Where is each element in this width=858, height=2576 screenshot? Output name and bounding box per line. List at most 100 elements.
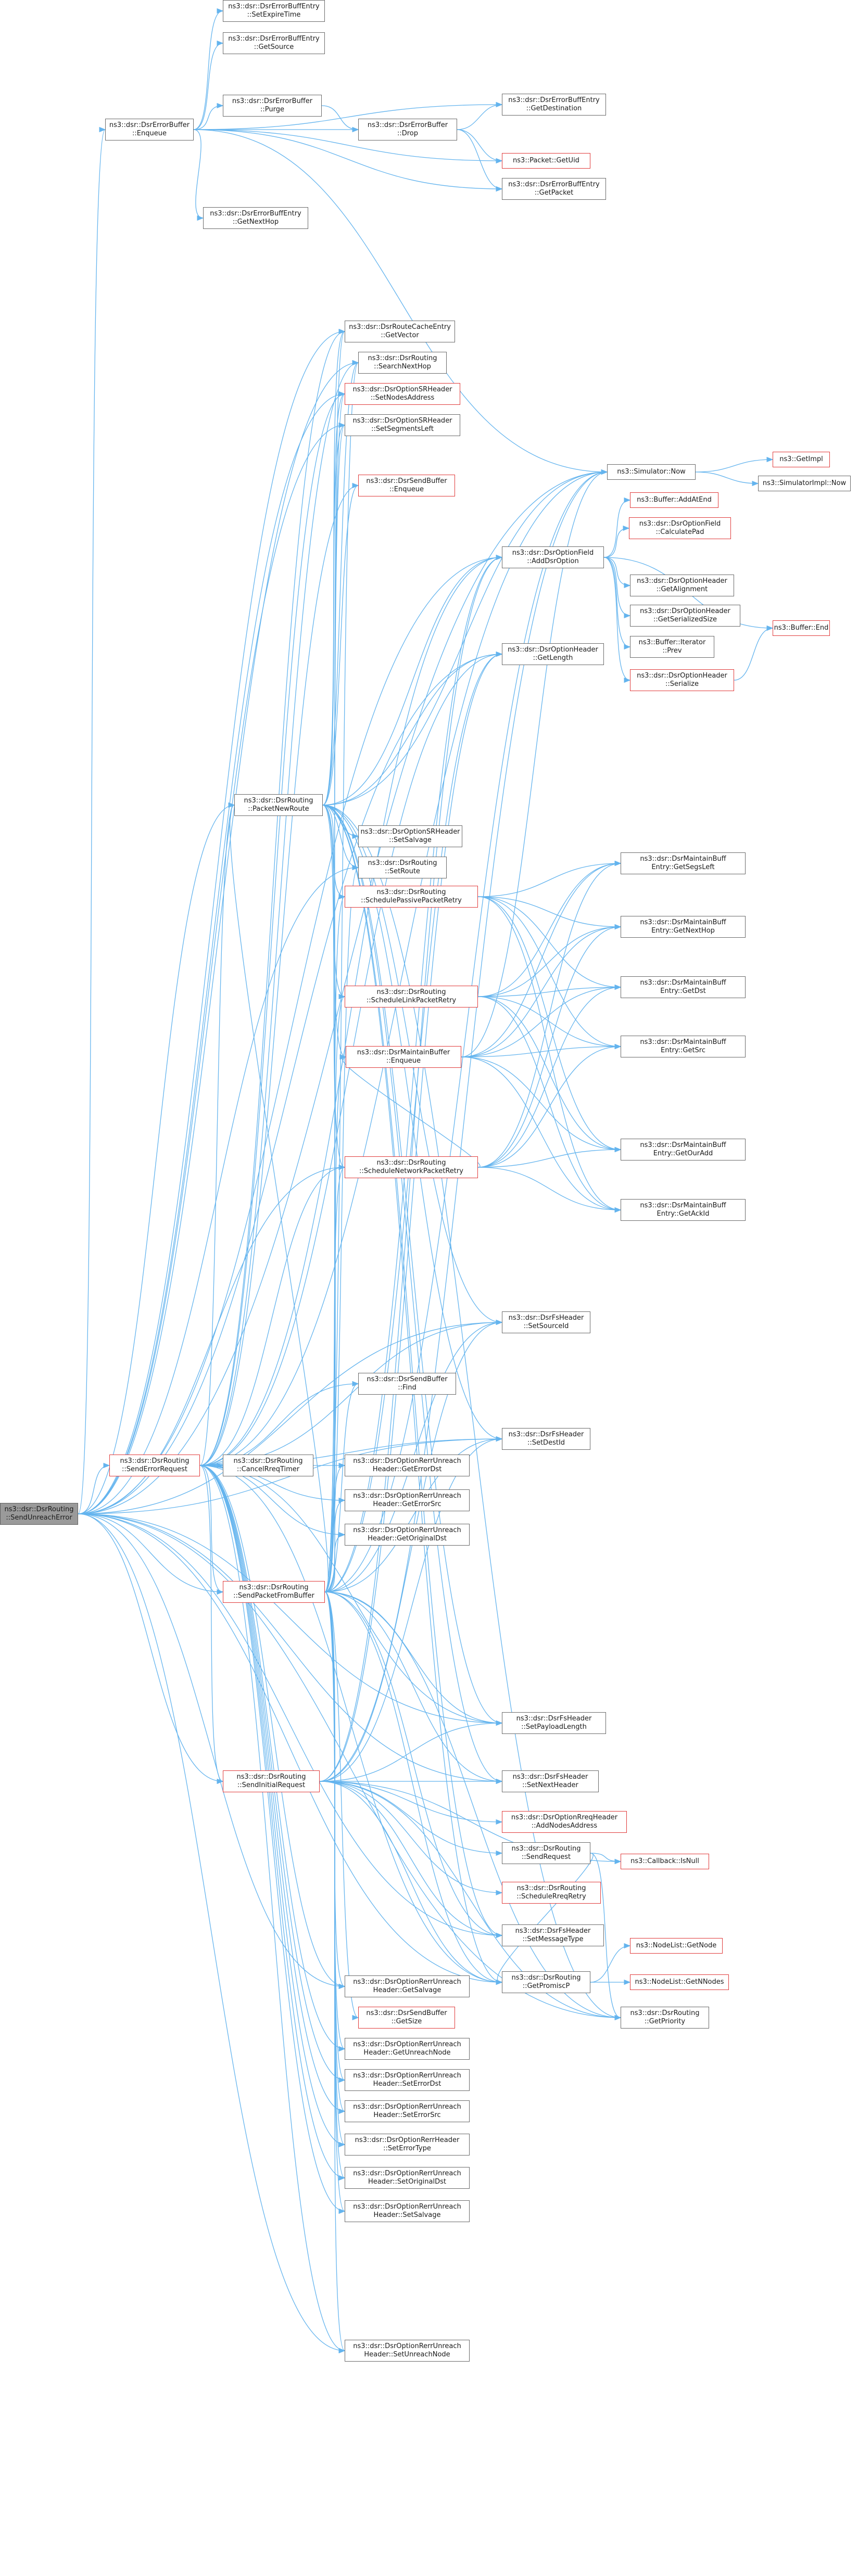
graph-node-mb-enqueue[interactable]: ns3::dsr::DsrMaintainBuffer::Enqueue [346,1046,461,1068]
edge-send_initreq-to-getpromisc [319,1781,503,1985]
edge-send_frombuf-to-fh_setpaylen [324,1591,503,1726]
graph-node-rce-getvec[interactable]: ns3::dsr::DsrRouteCacheEntry::GetVector [345,321,455,342]
node-label-line: ::SendRequest [521,1853,571,1861]
graph-node-getprio[interactable]: ns3::dsr::DsrRouting::GetPriority [621,2007,709,2029]
graph-node-cb-isnull[interactable]: ns3::Callback::IsNull [621,1854,709,1869]
graph-node-fh-setmsgtype[interactable]: ns3::dsr::DsrFsHeader::SetMessageType [502,1924,604,1946]
graph-node-send-errreq[interactable]: ns3::dsr::DsrRouting::SendErrorRequest [109,1455,200,1476]
graph-node-pkt-getuid[interactable]: ns3::Packet::GetUid [502,153,590,169]
graph-node-sr-setsalv[interactable]: ns3::dsr::DsrOptionSRHeader::SetSalvage [358,825,462,847]
graph-node-eb-drop[interactable]: ns3::dsr::DsrErrorBuffer::Drop [358,119,457,141]
graph-node-sched-network[interactable]: ns3::dsr::DsrRouting::ScheduleNetworkPac… [345,1156,478,1178]
graph-node-sched-rreqretry[interactable]: ns3::dsr::DsrRouting::ScheduleRreqRetry [502,1882,601,1904]
edge-eb_purge-to-eb_drop [321,105,359,133]
graph-node-buf-addatend[interactable]: ns3::Buffer::AddAtEnd [630,492,718,508]
graph-node-sb-find[interactable]: ns3::dsr::DsrSendBuffer::Find [358,1373,456,1395]
node-label-line: ns3::dsr::DsrRouting [236,1773,306,1781]
graph-node-ebe-setexp[interactable]: ns3::dsr::DsrErrorBuffEntry::SetExpireTi… [223,0,325,22]
graph-node-it-prev[interactable]: ns3::Buffer::Iterator::Prev [630,636,714,658]
graph-node-setroute[interactable]: ns3::dsr::DsrRouting::SetRoute [358,857,447,878]
node-label-line: ::SetSourceId [523,1322,569,1330]
graph-node-send-frombuf[interactable]: ns3::dsr::DsrRouting::SendPacketFromBuff… [223,1581,325,1603]
node-label-line: Entry::GetSrc [660,1047,706,1054]
graph-node-send-request[interactable]: ns3::dsr::DsrRouting::SendRequest [502,1842,590,1864]
graph-node-send-initreq[interactable]: ns3::dsr::DsrRouting::SendInitialRequest [223,1770,320,1792]
graph-node-sched-passive[interactable]: ns3::dsr::DsrRouting::SchedulePassivePac… [345,886,478,908]
edge-of_adddsr-to-oh_serialize [603,557,631,683]
edge-send_errreq-to-fh_setpaylen [199,1465,503,1726]
graph-node-of-adddsr[interactable]: ns3::dsr::DsrOptionField::AddDsrOption [502,546,604,568]
graph-node-of-calcpad[interactable]: ns3::dsr::DsrOptionField::CalculatePad [629,517,731,539]
node-label-line: ns3::SimulatorImpl::Now [762,479,847,487]
graph-node-sb-enqueue[interactable]: ns3::dsr::DsrSendBuffer::Enqueue [358,475,455,496]
graph-node-ebe-getpkt[interactable]: ns3::dsr::DsrErrorBuffEntry::GetPacket [502,178,606,200]
graph-node-ebe-getdst[interactable]: ns3::dsr::DsrErrorBuffEntry::GetDestinat… [502,94,606,116]
node-label-line: Header::GetErrorDst [372,1465,442,1473]
graph-node-oh-getsersize[interactable]: ns3::dsr::DsrOptionHeader::GetSerialized… [630,605,740,627]
edge-pkt_newroute-to-of_adddsr [322,554,503,806]
graph-node-getimpl[interactable]: ns3::GetImpl [773,452,830,467]
graph-node-pkt-newroute[interactable]: ns3::dsr::DsrRouting::PacketNewRoute [234,794,323,816]
graph-node-sb-getsize[interactable]: ns3::dsr::DsrSendBuffer::GetSize [358,2007,455,2029]
graph-node-ebe-getsrc[interactable]: ns3::dsr::DsrErrorBuffEntry::GetSource [223,32,325,54]
node-label-line: ns3::dsr::DsrErrorBuffEntry [508,96,600,104]
edge-send_initreq-to-sched_rreqretry [319,1781,503,1896]
graph-node-fh-setsrc[interactable]: ns3::dsr::DsrFsHeader::SetSourceId [502,1311,590,1333]
graph-node-nl-getnode[interactable]: ns3::NodeList::GetNode [630,1938,723,1954]
edge-eb_enqueue-to-sim_now [193,129,608,475]
graph-node-eb-purge[interactable]: ns3::dsr::DsrErrorBuffer::Purge [223,95,322,117]
graph-node-oh-getalign[interactable]: ns3::dsr::DsrOptionHeader::GetAlignment [630,575,734,596]
edge-root-to-sr_setsegs [78,422,346,1514]
node-label-line: ns3::dsr::DsrMaintainBuff [640,919,726,926]
graph-node-cancel-rreq[interactable]: ns3::dsr::DsrRouting::CancelRreqTimer [223,1455,313,1476]
graph-node-re-seterrtype[interactable]: ns3::dsr::DsrOptionRerrHeader::SetErrorT… [345,2134,470,2156]
node-label-line: ns3::dsr::DsrOptionRerrUnreach [353,2103,461,2111]
graph-node-eb-enqueue[interactable]: ns3::dsr::DsrErrorBuffer::Enqueue [105,119,194,141]
graph-node-simimpl-now[interactable]: ns3::SimulatorImpl::Now [758,476,851,491]
graph-node-rreq-addnodes[interactable]: ns3::dsr::DsrOptionRreqHeader::AddNodesA… [502,1811,627,1833]
node-label-line: ::AddDsrOption [527,557,579,565]
graph-node-oh-getlen[interactable]: ns3::dsr::DsrOptionHeader::GetLength [502,643,604,665]
node-label-line: ns3::Buffer::End [774,624,829,632]
graph-node-sim-now[interactable]: ns3::Simulator::Now [607,464,696,480]
node-label-line: Header::GetUnreachNode [363,2049,451,2057]
node-label-line: ns3::dsr::DsrMaintainBuff [640,1038,726,1046]
edge-root-to-ru_setunreach [78,1513,346,2354]
graph-node-nl-getnnodes[interactable]: ns3::NodeList::GetNNodes [630,1974,729,1990]
graph-node-sched-link[interactable]: ns3::dsr::DsrRouting::ScheduleLinkPacket… [345,986,478,1008]
node-label-line: ::ScheduleNetworkPacketRetry [359,1167,463,1175]
graph-node-oh-serialize[interactable]: ns3::dsr::DsrOptionHeader::Serialize [630,669,734,691]
edge-mb_enqueue-to-mbe_getourladd [461,860,622,1057]
node-label-line: ::GetPacket [534,189,574,197]
edge-pkt_newroute-to-setroute [322,805,359,871]
graph-node-sr-setnodes[interactable]: ns3::dsr::DsrOptionSRHeader::SetNodesAdd… [345,383,460,405]
edge-eb_enqueue-to-eb_purge [193,103,224,130]
graph-node-sr-setsegs[interactable]: ns3::dsr::DsrOptionSRHeader::SetSegments… [345,414,460,436]
graph-node-fh-setnexthdr[interactable]: ns3::dsr::DsrFsHeader::SetNextHeader [502,1770,599,1792]
graph-node-search-nh[interactable]: ns3::dsr::DsrRouting::SearchNextHop [358,352,447,374]
graph-node-fh-setdst[interactable]: ns3::dsr::DsrFsHeader::SetDestId [502,1428,590,1450]
graph-node-getpromisc[interactable]: ns3::dsr::DsrRouting::GetPromiscP [502,1971,590,1993]
node-label-line: ns3::dsr::DsrOptionRerrUnreach [353,2203,461,2211]
edge-send_errreq-to-ru_getunreach [199,1465,346,2052]
node-label-line: ns3::dsr::DsrOptionHeader [637,577,727,585]
graph-node-ebe-getnh[interactable]: ns3::dsr::DsrErrorBuffEntry::GetNextHop [203,207,308,229]
graph-node-fh-setpaylen[interactable]: ns3::dsr::DsrFsHeader::SetPayloadLength [502,1712,606,1734]
graph-node-buf-end[interactable]: ns3::Buffer::End [773,620,830,636]
